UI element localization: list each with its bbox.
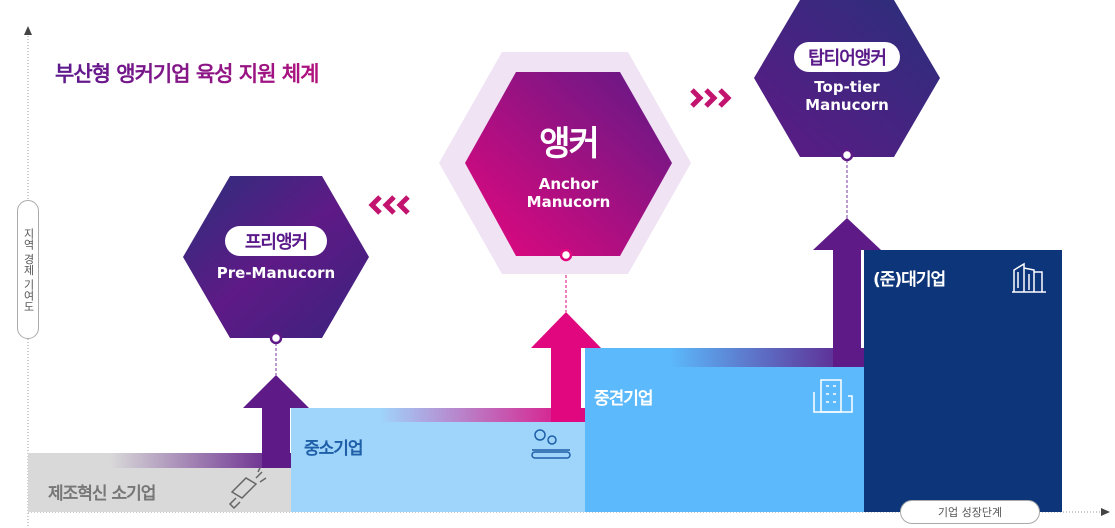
growth-arrow-1: [243, 375, 309, 468]
growth-band-3: [670, 348, 864, 367]
y-axis-label: 지역 경제 기여도: [17, 200, 39, 339]
anchor-tag: 앵커: [539, 124, 600, 164]
anchor-sub2: Manucorn: [526, 193, 611, 211]
growth-arrow-2: [531, 312, 601, 422]
y-axis-arrow: [24, 26, 32, 35]
block-large: [864, 250, 1062, 512]
chevrons-left-icon: [368, 195, 410, 215]
x-axis-arrow: [1101, 508, 1110, 516]
x-axis-label: 기업 성장단계: [900, 500, 1040, 524]
hexagon-pre-manucorn: [183, 176, 369, 338]
anchor-text: 앵커 Anchor Manucorn: [465, 116, 672, 211]
stage-label-midsize: 중견기업: [594, 389, 654, 409]
pre-manucorn-text: 프리앵커 Pre-Manucorn: [183, 226, 369, 282]
block-sme: [291, 408, 585, 512]
top-tier-sub2: Manucorn: [805, 96, 889, 114]
stage-label-sme: 중소기업: [304, 439, 364, 459]
pre-anchor-tag: 프리앵커: [224, 226, 328, 256]
pre-manucorn-label: Pre-Manucorn: [216, 264, 336, 282]
drill-icon: [228, 467, 267, 510]
stage-label-small: 제조혁신 소기업: [48, 484, 156, 504]
hexagon-anchor: [465, 72, 672, 256]
growth-band-1: [110, 453, 291, 468]
y-axis-label-text: 지역 경제 기여도: [22, 227, 35, 312]
building-icon: [813, 379, 853, 413]
stage-label-large: (준)대기업: [873, 270, 946, 290]
x-axis-label-text: 기업 성장단계: [937, 506, 1003, 519]
hexagon-top-tier: [754, 0, 940, 157]
dot-pre: [269, 331, 283, 345]
dot-anchor: [559, 248, 573, 262]
page-title: 부산형 앵커기업 육성 지원 체계: [55, 58, 319, 88]
block-midsize: [585, 348, 864, 512]
top-tier-text: 탑티어앵커 Top-tier Manucorn: [754, 42, 940, 114]
growth-band-2: [380, 408, 585, 422]
factory-conveyor-icon: [531, 429, 571, 459]
skyscraper-icon: [1012, 262, 1046, 293]
dot-top: [840, 148, 854, 162]
growth-arrow-3: [813, 218, 881, 367]
top-tier-tag: 탑티어앵커: [794, 42, 900, 72]
chevrons-right-icon: [690, 88, 732, 108]
anchor-sub1: Anchor: [538, 175, 599, 193]
top-tier-sub1: Top-tier: [814, 78, 880, 96]
